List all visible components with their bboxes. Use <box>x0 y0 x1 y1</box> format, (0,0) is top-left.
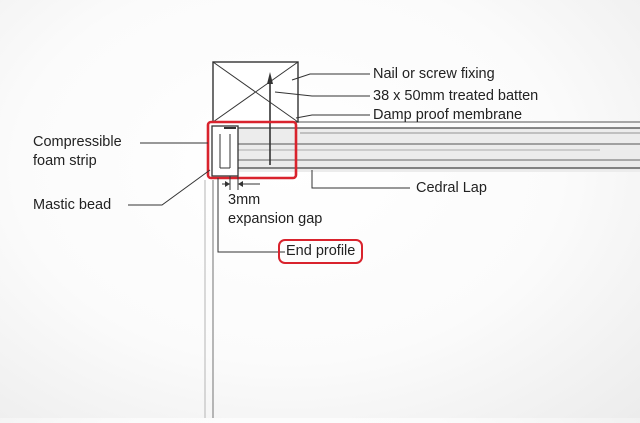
label-membrane: Damp proof membrane <box>373 107 523 123</box>
expansion-gap-marker <box>222 176 260 190</box>
timber-batten <box>212 61 299 123</box>
label-nail-fixing: Nail or screw fixing <box>373 66 495 82</box>
cedral-lap-panel <box>238 127 640 172</box>
label-batten: 38 x 50mm treated batten <box>373 88 539 104</box>
end-profile <box>211 125 239 177</box>
label-compressible-foam-2: foam strip <box>33 153 97 169</box>
wall-corner <box>204 180 214 418</box>
label-cedral-lap: Cedral Lap <box>416 180 487 196</box>
label-expansion-gap: expansion gap <box>228 211 323 227</box>
label-end-profile: End profile <box>278 239 364 264</box>
leader-lines <box>128 73 410 253</box>
label-gap-size: 3mm <box>228 192 261 208</box>
label-mastic-bead: Mastic bead <box>33 197 112 213</box>
end-profile-highlight <box>206 120 298 180</box>
label-compressible-foam-1: Compressible <box>33 134 122 150</box>
